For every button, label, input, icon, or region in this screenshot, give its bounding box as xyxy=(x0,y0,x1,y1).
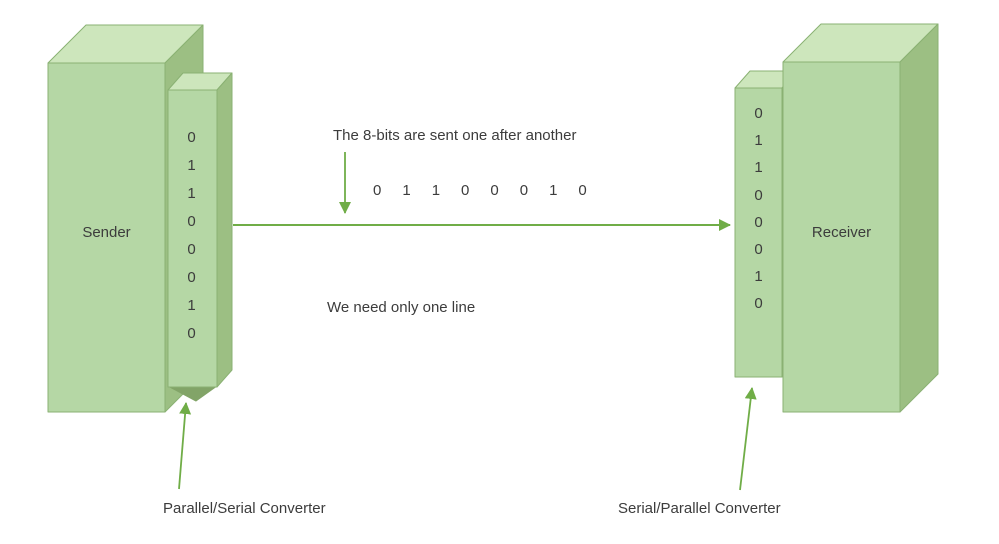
bit-value: 1 xyxy=(187,185,196,202)
bit-value: 0 xyxy=(578,182,587,199)
receiver-box-side-face xyxy=(899,23,939,413)
right-converter-arrow-icon xyxy=(739,387,757,491)
bit-value: 0 xyxy=(490,182,499,199)
receiver-label: Receiver xyxy=(811,224,872,241)
bit-value: 1 xyxy=(187,297,196,314)
sender-box-front-face xyxy=(47,62,166,413)
bit-value: 0 xyxy=(519,182,529,199)
bit-value: 0 xyxy=(187,241,196,258)
bit-value: 0 xyxy=(187,325,196,342)
bit-value: 0 xyxy=(754,105,763,122)
bit-value: 0 xyxy=(754,240,763,258)
bit-value: 1 xyxy=(754,268,763,286)
sender-converter-box xyxy=(167,72,233,402)
bit-value: 0 xyxy=(461,182,470,199)
bit-value: 1 xyxy=(754,132,763,150)
sender-converter-front-face xyxy=(167,89,218,388)
serial-bits-row: 0 1 1 0 0 0 1 0 xyxy=(373,182,587,200)
parallel-serial-converter-label: Parallel/Serial Converter xyxy=(163,500,326,517)
bit-value: 0 xyxy=(187,269,196,286)
bit-value: 0 xyxy=(754,186,763,204)
bit-value: 1 xyxy=(431,182,441,199)
sender-converter-side-face xyxy=(216,72,233,388)
bit-value: 1 xyxy=(187,157,196,174)
receiver-converter-front-face xyxy=(734,87,783,378)
bit-value: 0 xyxy=(754,295,763,313)
bit-value: 1 xyxy=(549,182,558,199)
sender-converter-bits: 0 1 1 0 0 0 1 0 xyxy=(166,124,217,348)
left-converter-arrow-icon xyxy=(178,402,192,490)
bit-value: 1 xyxy=(754,159,763,177)
sender-label: Sender xyxy=(82,224,131,241)
serial-note-top: The 8-bits are sent one after another xyxy=(333,127,577,144)
receiver-box xyxy=(782,23,939,413)
bit-value: 0 xyxy=(373,182,382,199)
receiver-box-front-face xyxy=(782,61,901,413)
bit-value: 0 xyxy=(187,213,196,230)
serial-note-bottom: We need only one line xyxy=(327,299,476,316)
serial-parallel-converter-label: Serial/Parallel Converter xyxy=(618,500,781,517)
bit-value: 1 xyxy=(402,182,411,199)
bit-value: 0 xyxy=(187,129,196,146)
bit-value: 0 xyxy=(754,213,763,231)
receiver-converter-bits: 0 1 1 0 0 0 1 0 xyxy=(735,100,782,318)
